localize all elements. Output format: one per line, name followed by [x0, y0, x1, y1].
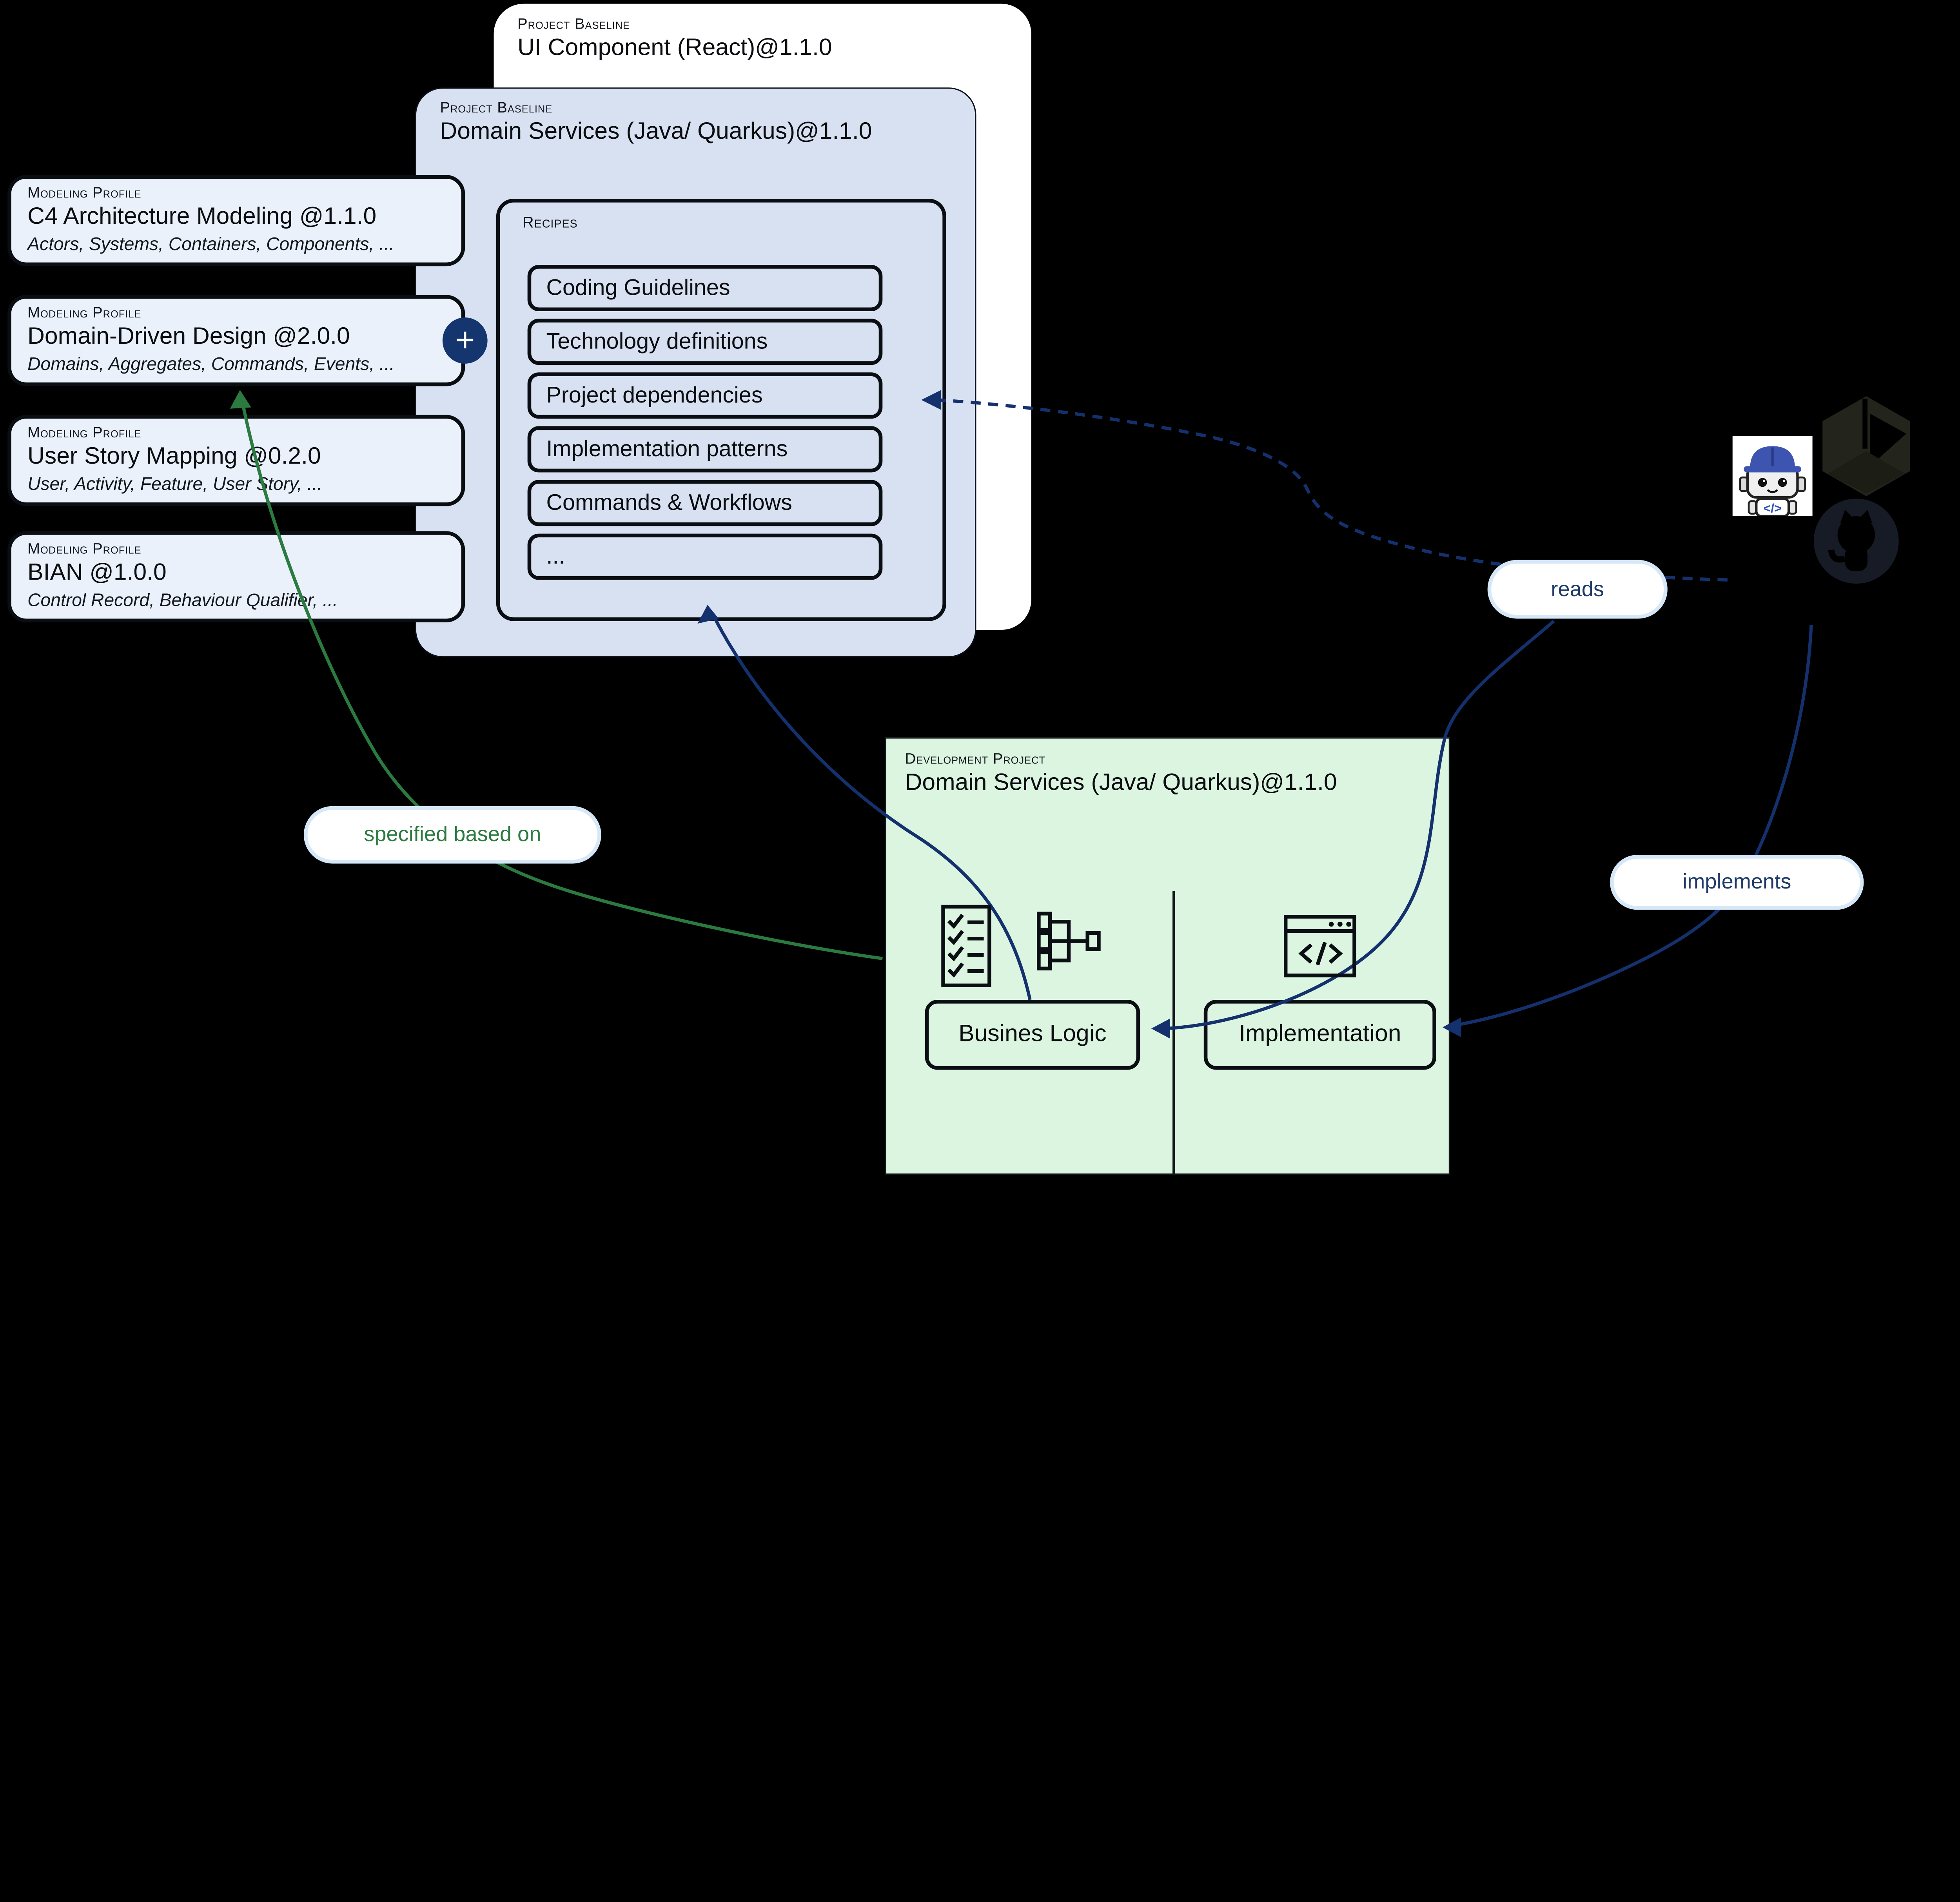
github-icon: [1813, 499, 1899, 584]
reads-label-pill: reads: [1487, 560, 1668, 619]
card-modeling-profile-ddd: Modeling Profile Domain-Driven Design @2…: [7, 295, 465, 386]
implements-label: implements: [1682, 870, 1791, 894]
card-modeling-profile-usm: Modeling Profile User Story Mapping @0.2…: [7, 415, 465, 506]
profile-header: Modeling Profile: [27, 540, 142, 558]
divider: [1172, 891, 1175, 1175]
profile-title: BIAN @1.0.0: [27, 560, 167, 587]
recipe-item: Coding Guidelines: [527, 265, 883, 312]
code-window-icon: [1283, 915, 1356, 977]
card-project-baseline-domain: Project Baseline Domain Services (Java/ …: [415, 87, 976, 658]
card-modeling-profile-c4: Modeling Profile C4 Architecture Modelin…: [7, 175, 465, 267]
checklist-icon: [941, 905, 991, 988]
recipes-header: Recipes: [522, 214, 578, 231]
recipe-item: Commands & Workflows: [527, 480, 883, 526]
hierarchy-icon: [1037, 912, 1101, 971]
profile-title: User Story Mapping @0.2.0: [27, 444, 321, 470]
profile-header: Modeling Profile: [27, 183, 142, 201]
profile-title: C4 Architecture Modeling @1.1.0: [27, 204, 377, 230]
reads-dashed-arrow: [937, 398, 1728, 582]
reads-label: reads: [1551, 577, 1604, 601]
recipe-item: Project dependencies: [527, 372, 883, 419]
card-modeling-profile-bian: Modeling Profile BIAN @1.0.0 Control Rec…: [7, 531, 465, 623]
arrowhead: [230, 390, 251, 409]
profile-title: Domain-Driven Design @2.0.0: [27, 324, 350, 350]
implements-label-pill: implements: [1610, 855, 1864, 910]
profile-subtitle: Control Record, Behaviour Qualifier, ...: [27, 591, 338, 611]
svg-text:</>: </>: [1764, 501, 1782, 515]
profile-header: Modeling Profile: [27, 303, 142, 321]
robot-builder-icon: </>: [1732, 436, 1813, 516]
unity-icon: [1822, 396, 1910, 496]
business-logic-label: Busines Logic: [958, 1021, 1107, 1048]
card-development-project: Development Project Domain Services (Jav…: [885, 737, 1450, 1175]
implementation-node: Implementation: [1203, 1000, 1436, 1070]
recipes-box: Recipes Coding Guidelines Technology def…: [496, 199, 946, 621]
profile-subtitle: Domains, Aggregates, Commands, Events, .…: [27, 355, 395, 375]
implements-arrow: [1457, 625, 1813, 1026]
diagram-canvas: Project Baseline UI Component (React)@1.…: [7, 4, 1910, 1175]
card-header: Project Baseline: [517, 15, 630, 33]
dev-title: Domain Services (Java/ Quarkus)@1.1.0: [905, 770, 1337, 796]
profile-header: Modeling Profile: [27, 423, 142, 441]
plus-icon[interactable]: +: [442, 317, 488, 364]
specified-based-on-label-pill: specified based on: [303, 806, 601, 864]
recipe-list: Coding Guidelines Technology definitions…: [527, 257, 883, 580]
specified-based-on-label: specified based on: [364, 822, 541, 846]
dev-header: Development Project: [905, 750, 1046, 767]
plus-glyph: +: [455, 321, 475, 359]
card-title: Domain Services (Java/ Quarkus)@1.1.0: [440, 119, 872, 145]
business-logic-node: Busines Logic: [925, 1000, 1140, 1070]
card-title: UI Component (React)@1.1.0: [517, 35, 832, 62]
recipe-item: Implementation patterns: [527, 426, 883, 473]
profile-subtitle: Actors, Systems, Containers, Components,…: [27, 235, 394, 255]
recipe-item: Technology definitions: [527, 319, 883, 365]
card-header: Project Baseline: [440, 98, 553, 116]
implementation-label: Implementation: [1239, 1021, 1401, 1048]
recipe-item: ...: [527, 533, 883, 580]
profile-subtitle: User, Activity, Feature, User Story, ...: [27, 475, 323, 495]
